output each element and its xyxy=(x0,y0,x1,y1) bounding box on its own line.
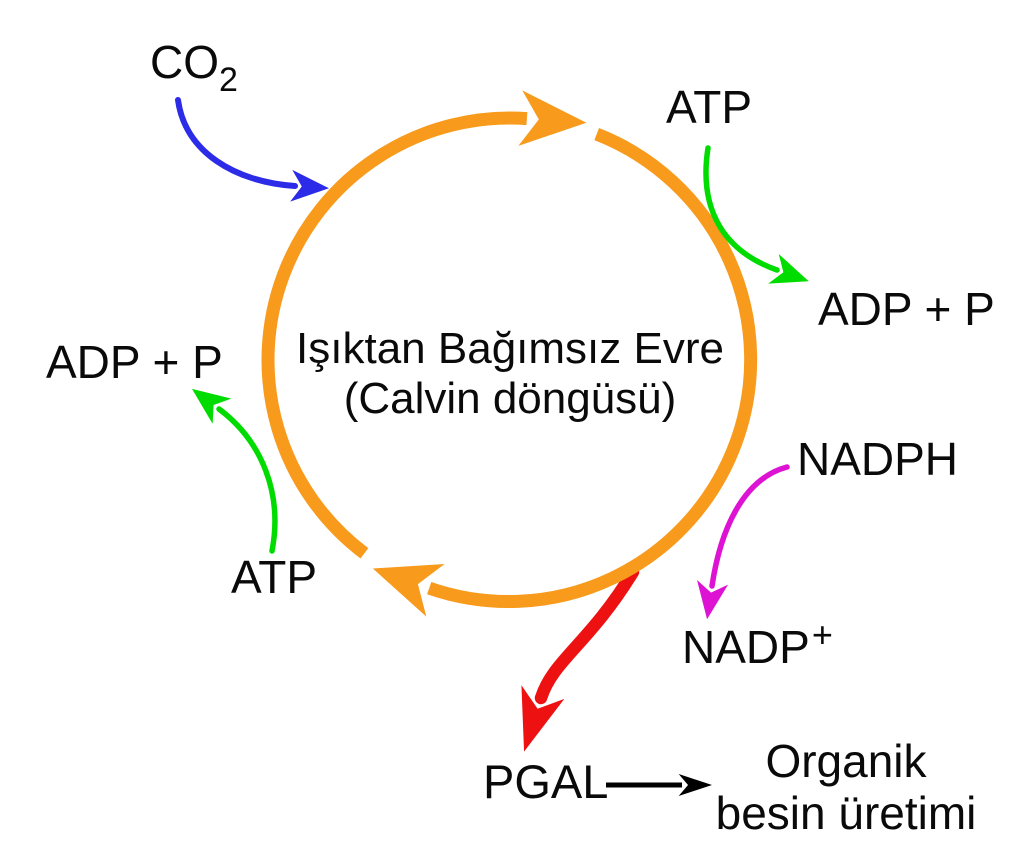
cycle-arc-left xyxy=(261,90,587,559)
adp-p-label-right: ADP + P xyxy=(818,283,995,335)
nadp-label-superscript: + xyxy=(811,614,833,655)
cycle-title-line2: (Calvin döngüsü) xyxy=(343,374,677,424)
nadph-arrow xyxy=(697,464,790,620)
atp-arrow-left xyxy=(192,388,278,554)
cycle-title: Işıktan Bağımsız Evre (Calvin döngüsü) xyxy=(280,324,740,424)
co2-arrow xyxy=(175,97,329,202)
product-label: Organik besin üretimi xyxy=(713,735,979,839)
co2-label: CO2 xyxy=(150,36,238,97)
cycle-title-line1: Işıktan Bağımsız Evre xyxy=(296,324,724,373)
pgal-arrow xyxy=(521,565,640,752)
product-label-line1: Organik xyxy=(765,735,927,787)
product-label-line2: besin üretimi xyxy=(715,786,977,839)
cycle-arc-right xyxy=(372,128,758,617)
nadp-plus-label: NADP+ xyxy=(682,617,833,673)
nadph-label: NADPH xyxy=(797,433,959,485)
adp-p-label-left: ADP + P xyxy=(46,336,223,388)
co2-label-base: CO xyxy=(150,36,219,88)
atp-arrow-right xyxy=(703,145,809,284)
co2-label-subscript: 2 xyxy=(219,61,238,99)
atp-label-left: ATP xyxy=(231,551,318,603)
atp-label-top-right: ATP xyxy=(666,81,753,133)
pgal-label: PGAL xyxy=(483,755,609,808)
nadp-label-base: NADP xyxy=(682,621,810,673)
